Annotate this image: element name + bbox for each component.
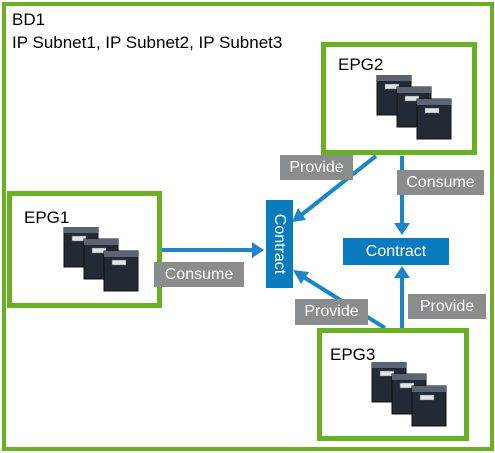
server-stack-icon bbox=[376, 75, 452, 140]
arrowhead-epg2-to-contract-horizontal bbox=[394, 223, 410, 235]
epg3-provide-right-label: Provide bbox=[408, 294, 486, 319]
arrowhead-epg2-to-contract-vertical bbox=[292, 208, 306, 222]
server-stack-icon bbox=[63, 227, 139, 292]
contract-horizontal: Contract bbox=[343, 238, 449, 265]
epg1-label: EPG1 bbox=[24, 208, 70, 227]
epg1-consume-label: Consume bbox=[154, 262, 244, 287]
arrowhead-epg3-to-contract-horizontal bbox=[394, 266, 410, 278]
epg3-label: EPG3 bbox=[330, 345, 376, 364]
bridge-domain-title: BD1 bbox=[12, 10, 46, 29]
epg2-consume-label: Consume bbox=[397, 170, 484, 195]
contract-vertical: Contract bbox=[266, 200, 293, 288]
contract-vertical-label: Contract bbox=[271, 213, 289, 275]
epg3-provide-left-label: Provide bbox=[295, 299, 368, 325]
arrow-epg2-to-contract-vertical bbox=[298, 154, 378, 218]
epg2-label: EPG2 bbox=[338, 55, 384, 74]
epg2-provide-label: Provide bbox=[280, 155, 353, 180]
arrowhead-epg1-to-contract bbox=[252, 242, 264, 258]
bridge-domain-subnets: IP Subnet1, IP Subnet2, IP Subnet3 bbox=[12, 33, 283, 52]
server-stack-icon bbox=[371, 362, 447, 427]
arrowhead-epg3-to-contract-vertical bbox=[293, 270, 309, 284]
